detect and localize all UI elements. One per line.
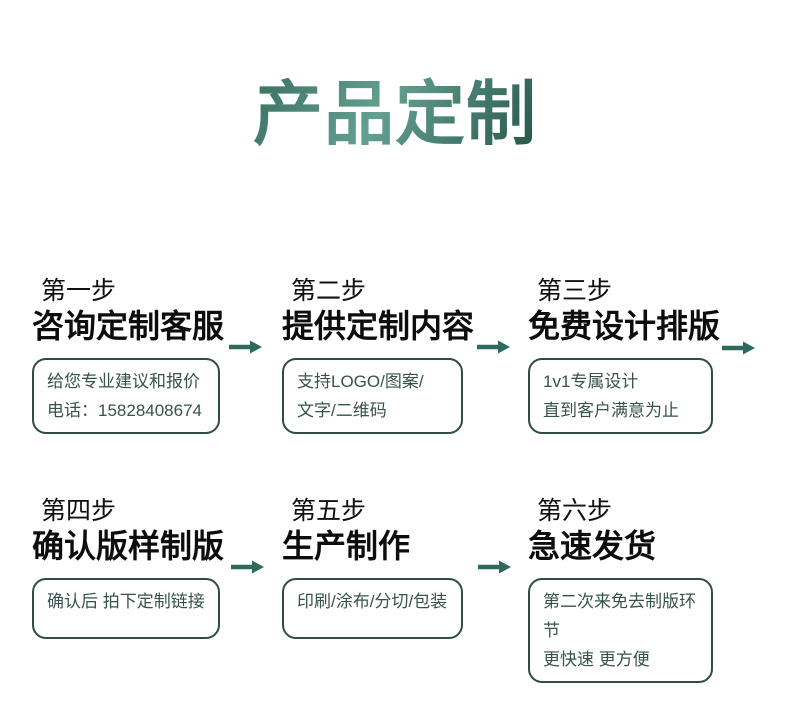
step-number: 第四步 xyxy=(41,497,117,525)
step-5: 第五步 生产制作 印刷/涂布/分切/包装 xyxy=(282,496,492,639)
step-2: 第二步 提供定制内容 支持LOGO/图案/ 文字/二维码 xyxy=(282,276,492,434)
step-detail-box: 给您专业建议和报价 电话：15828408674 xyxy=(32,358,220,434)
step-number: 第一步 xyxy=(41,277,117,305)
detail-line: 第二次来免去制版环节 xyxy=(543,592,696,640)
page-title: 产品定制 xyxy=(0,74,790,155)
step-detail-box: 第二次来免去制版环节 更快速 更方便 xyxy=(528,578,713,683)
step-detail-box: 印刷/涂布/分切/包装 xyxy=(282,578,463,639)
step-number: 第三步 xyxy=(537,277,613,305)
arrow-right-icon xyxy=(229,340,262,354)
step-number: 第五步 xyxy=(291,497,367,525)
step-title: 生产制作 xyxy=(282,528,411,564)
detail-line: 直到客户满意为止 xyxy=(543,401,679,420)
step-title: 咨询定制客服 xyxy=(32,308,225,344)
detail-line: 文字/二维码 xyxy=(297,401,387,420)
step-title: 提供定制内容 xyxy=(282,308,475,344)
arrow-right-icon xyxy=(478,560,511,574)
step-number: 第六步 xyxy=(537,497,613,525)
step-4: 第四步 确认版样制版 确认后 拍下定制链接 xyxy=(32,496,242,639)
step-6: 第六步 急速发货 第二次来免去制版环节 更快速 更方便 xyxy=(528,496,738,683)
detail-line-phone: 电话：15828408674 xyxy=(47,401,203,420)
arrow-right-icon xyxy=(722,341,755,355)
detail-line: 支持LOGO/图案/ xyxy=(297,372,424,391)
step-3: 第三步 免费设计排版 1v1专属设计 直到客户满意为止 xyxy=(528,276,738,434)
detail-line: 印刷/涂布/分切/包装 xyxy=(297,592,448,611)
detail-line: 确认后 拍下定制链接 xyxy=(47,592,205,611)
step-1: 第一步 咨询定制客服 给您专业建议和报价 电话：15828408674 xyxy=(32,276,242,434)
step-title: 免费设计排版 xyxy=(528,308,721,344)
detail-line: 给您专业建议和报价 xyxy=(47,372,200,391)
step-detail-box: 支持LOGO/图案/ 文字/二维码 xyxy=(282,358,463,434)
step-number: 第二步 xyxy=(291,277,367,305)
detail-line: 1v1专属设计 xyxy=(543,372,639,391)
step-detail-box: 确认后 拍下定制链接 xyxy=(32,578,220,639)
step-title: 确认版样制版 xyxy=(32,528,225,564)
step-detail-box: 1v1专属设计 直到客户满意为止 xyxy=(528,358,713,434)
arrow-right-icon xyxy=(231,560,264,574)
detail-line: 更快速 更方便 xyxy=(543,650,650,669)
arrow-right-icon xyxy=(477,340,510,354)
step-title: 急速发货 xyxy=(528,528,657,564)
